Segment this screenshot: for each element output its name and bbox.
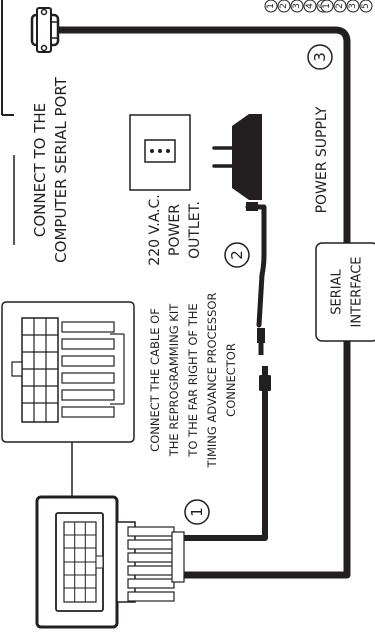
pin-list-right: 1 2 3 5 — [320, 0, 373, 13]
serial-interface-label-line-2: INTERFACE — [350, 257, 365, 328]
pin-list-right-item: 1 — [322, 3, 332, 9]
serial-port-label: CONNECT TO THE COMPUTER SERIAL PORT — [31, 76, 70, 262]
serial-interface-box — [315, 242, 375, 342]
processor-cable-label-line-2: THE REPROGRAMMING KIT — [167, 303, 181, 457]
pin-list-right-item: 5 — [361, 3, 371, 9]
processor-cable-label-line-5: CONNECTOR — [224, 343, 238, 417]
pin-list-right-item: 3 — [348, 3, 358, 9]
step-3-marker: 3 — [307, 44, 333, 70]
processor-cable-label-line-1: CONNECT THE CABLE OF — [148, 308, 162, 452]
serial-cable — [54, 26, 351, 579]
power-outlet-label: 220 V.A.C. POWER OUTLET. — [147, 194, 203, 265]
processor-cable-label-line-4: TIMING ADVANCE PROCESSOR — [205, 293, 219, 469]
pin-list-right-item: 2 — [335, 3, 345, 9]
barrel-socket — [259, 366, 271, 391]
processor-socket — [35, 495, 119, 629]
processor-cable-label-line-3: TO THE FAR RIGHT OF THE — [186, 303, 200, 457]
wall-outlet — [129, 114, 191, 191]
step-3-number: 3 — [311, 52, 329, 62]
step-1-number: 1 — [188, 507, 206, 517]
power-outlet-label-line-3: OUTLET. — [187, 201, 203, 259]
pin-list-left-item: 3 — [292, 3, 302, 9]
processor-cable-label: CONNECT THE CABLE OF THE REPROGRAMMING K… — [148, 293, 238, 469]
pin-list-left-item: 2 — [279, 3, 289, 9]
serial-port-label-line-2: COMPUTER SERIAL PORT — [52, 76, 70, 262]
power-supply-label: POWER SUPPLY — [314, 106, 330, 213]
step-2-marker: 2 — [224, 242, 250, 268]
power-adapter — [212, 114, 262, 211]
barrel-plug — [257, 328, 265, 355]
pin-list-left: 1 2 3 4 6 — [264, 0, 330, 13]
connector-detail — [1, 301, 135, 443]
power-outlet-label-line-1: 220 V.A.C. — [147, 194, 163, 265]
pin-list-left-item: 4 — [305, 3, 315, 9]
power-supply-cable — [245, 204, 267, 328]
serial-port-label-line-1: CONNECT TO THE — [31, 103, 49, 237]
serial-interface-label: SERIAL INTERFACE — [330, 257, 365, 328]
pin-list-left-item: 1 — [266, 3, 276, 9]
reprogramming-plug — [116, 521, 185, 603]
power-outlet-label-line-2: POWER — [167, 204, 183, 256]
serial-interface-label-line-1: SERIAL — [330, 269, 345, 315]
db9-connector — [30, 7, 60, 53]
step-2-number: 2 — [228, 250, 246, 260]
step-1-marker: 1 — [184, 499, 210, 525]
processor-link-cable — [179, 372, 268, 541]
